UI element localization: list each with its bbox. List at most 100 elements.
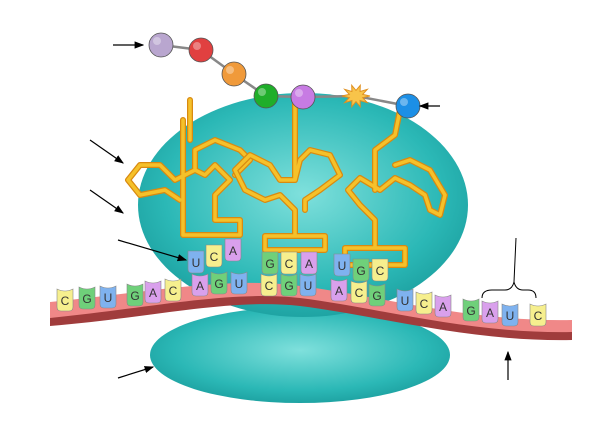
- highlight: [153, 37, 161, 45]
- nucleotide-shape: [164, 278, 182, 302]
- nucleotide-letter: A: [305, 257, 313, 271]
- highlight: [193, 42, 201, 50]
- trna-group: [125, 97, 448, 268]
- nucleotide-letter: A: [486, 306, 494, 320]
- amino-acid-4: [253, 83, 279, 109]
- nucleotide-letter: G: [372, 289, 381, 303]
- nucleotide-A: A: [224, 238, 242, 262]
- highlight: [226, 66, 234, 74]
- nucleotide-letter: U: [104, 291, 113, 305]
- nucleotide-shape: [260, 273, 278, 297]
- nucleotide-C: C: [415, 291, 433, 315]
- nucleotide-C: C: [56, 288, 74, 312]
- nucleotide-letter: C: [534, 309, 543, 323]
- amino-acid-3: [221, 61, 247, 87]
- nucleotide-U: U: [501, 303, 519, 327]
- nucleotide-letter: A: [229, 244, 237, 258]
- nucleotide-shape: [99, 285, 117, 309]
- nucleotide-shape: [299, 273, 317, 297]
- nucleotide-shape: [462, 298, 480, 322]
- nucleotide-letter: U: [235, 277, 244, 291]
- arrow-large-subunit: [89, 189, 124, 214]
- nucleotide-letter: C: [210, 250, 219, 264]
- nucleotide-C: C: [260, 273, 278, 297]
- nucleotide-shape: [187, 250, 205, 274]
- nucleotide-shape: [280, 273, 298, 297]
- nucleotide-letter: U: [401, 294, 410, 308]
- nucleotide-U: U: [99, 285, 117, 309]
- nucleotide-letter: C: [285, 257, 294, 271]
- nucleotide-C: C: [205, 244, 223, 268]
- amino-acid-6: [395, 93, 421, 119]
- nucleotide-C: C: [371, 258, 389, 282]
- nucleotide-shape: [261, 251, 279, 275]
- nucleotide-shape: [126, 283, 144, 307]
- nucleotide-shape: [350, 280, 368, 304]
- nucleotide-shape: [56, 288, 74, 312]
- nucleotide-letter: G: [130, 289, 139, 303]
- nucleotide-shape: [396, 288, 414, 312]
- nucleotide-letter: U: [304, 279, 313, 293]
- nucleotide-shape: [300, 251, 318, 275]
- nucleotide-shape: [78, 286, 96, 310]
- trna-1: [126, 98, 252, 237]
- codon-bracket-line: [513, 237, 517, 283]
- nucleotide-A: A: [330, 278, 348, 302]
- nucleotide-shape: [434, 294, 452, 318]
- nucleotide-G: G: [261, 251, 279, 275]
- nucleotide-shape: [481, 300, 499, 324]
- nucleotide-letter: U: [338, 259, 347, 273]
- nucleotide-letter: C: [169, 284, 178, 298]
- nucleotide-G: G: [462, 298, 480, 322]
- nucleotide-shape: [333, 253, 351, 277]
- nucleotide-shape: [280, 251, 298, 275]
- nucleotide-shape: [224, 238, 242, 262]
- bond-forming-starburst-icon: [341, 83, 371, 109]
- nucleotide-shape: [415, 291, 433, 315]
- nucleotide-G: G: [368, 283, 386, 307]
- arrow-trna: [89, 139, 124, 164]
- nucleotide-letter: C: [355, 286, 364, 300]
- nucleotide-letter: U: [506, 309, 515, 323]
- highlight: [295, 89, 303, 97]
- nucleotide-U: U: [299, 273, 317, 297]
- codon-bracket: [481, 281, 537, 299]
- nucleotide-shape: [529, 303, 547, 327]
- nucleotide-U: U: [333, 253, 351, 277]
- nucleotide-A: A: [300, 251, 318, 275]
- nucleotide-C: C: [164, 278, 182, 302]
- arrow-small-subunit: [117, 366, 155, 379]
- nucleotide-shape: [191, 273, 209, 297]
- nucleotide-letter: A: [196, 279, 204, 293]
- nucleotide-letter: G: [284, 279, 293, 293]
- nucleotide-letter: C: [61, 294, 70, 308]
- amino-acid-2: [188, 37, 214, 63]
- nucleotide-letter: A: [335, 284, 343, 298]
- nucleotide-shape: [205, 244, 223, 268]
- nucleotide-letter: C: [376, 264, 385, 278]
- arrow-anticodon: [117, 239, 188, 262]
- nucleotide-U: U: [230, 271, 248, 295]
- nucleotide-G: G: [352, 258, 370, 282]
- highlight: [258, 88, 266, 96]
- amino-acid-1: [148, 32, 174, 58]
- nucleotide-shape: [230, 271, 248, 295]
- nucleotide-letter: A: [149, 286, 157, 300]
- nucleotide-shape: [352, 258, 370, 282]
- nucleotide-A: A: [144, 280, 162, 304]
- nucleotide-A: A: [191, 273, 209, 297]
- nucleotide-C: C: [350, 280, 368, 304]
- nucleotide-A: A: [481, 300, 499, 324]
- nucleotide-U: U: [187, 250, 205, 274]
- nucleotide-G: G: [78, 286, 96, 310]
- nucleotide-shape: [368, 283, 386, 307]
- nucleotide-letter: C: [420, 297, 429, 311]
- nucleotide-letter: G: [82, 292, 91, 306]
- nucleotide-letter: C: [265, 279, 274, 293]
- nucleotide-G: G: [210, 271, 228, 295]
- small-ribosomal-subunit: [150, 307, 450, 403]
